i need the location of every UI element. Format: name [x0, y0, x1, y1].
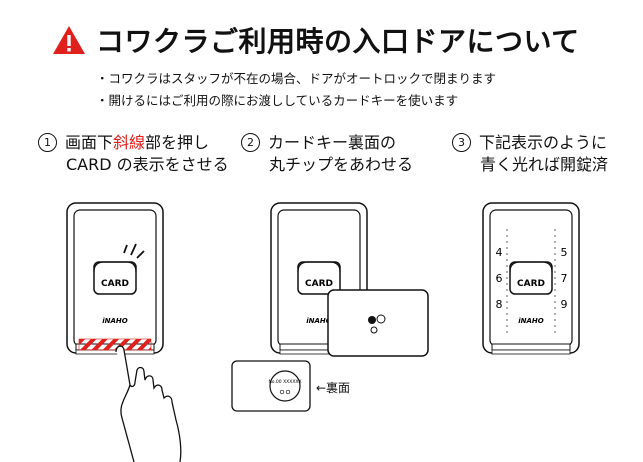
- step-number: 2: [241, 133, 260, 152]
- step-text: 部を押し: [145, 133, 210, 152]
- door-reader-device: CARD iNAHO: [66, 202, 164, 355]
- keypad-number: 8: [496, 298, 503, 311]
- step-text: 丸チップをあわせる: [269, 155, 414, 174]
- keypad-number: 5: [561, 246, 568, 259]
- chip-circle-icon: [269, 370, 301, 402]
- rear-side-label: ←裏面: [316, 381, 351, 395]
- chip-text: No.00 XXXXXX: [268, 379, 301, 385]
- hatched-touch-area: [78, 338, 152, 351]
- card-display: [93, 261, 137, 295]
- brand-label: iNAHO: [306, 317, 332, 325]
- step-highlight-text: 斜線: [113, 133, 146, 152]
- keypad-number: 6: [496, 272, 503, 285]
- led-indicator-right: [554, 229, 556, 333]
- brand-label: iNAHO: [102, 317, 128, 325]
- card-display: [297, 261, 341, 295]
- door-reader-device-unlocked: CARD iNAHO: [482, 202, 580, 355]
- header: コワクラご利用時の入口ドアについて: [52, 20, 580, 60]
- page-title: コワクラご利用時の入口ドアについて: [96, 25, 580, 58]
- step-text: 下記表示のように: [479, 133, 608, 152]
- keypad-number: 7: [561, 272, 568, 285]
- led-indicator-left: [506, 229, 508, 333]
- note-line: ・コワクラはスタッフが不在の場合、ドアがオートロックで閉まります: [96, 71, 497, 86]
- keypad-number: 9: [561, 298, 568, 311]
- hand-illustration: [115, 345, 182, 462]
- step-2-instruction: 2 カードキー裏面の 丸チップをあわせる: [241, 132, 413, 176]
- step-text: 画面下: [65, 133, 114, 152]
- step-text: 青く光れば開錠済: [480, 155, 609, 174]
- card-label: CARD: [517, 279, 545, 289]
- card-display: [509, 261, 553, 295]
- step-text: カードキー裏面の: [268, 133, 397, 152]
- card-key-rear: No.00 XXXXXX: [231, 360, 311, 412]
- brand-label: iNAHO: [518, 317, 544, 325]
- step-number: 1: [38, 133, 57, 152]
- step-1-instruction: 1 画面下斜線部を押し CARD の表示をさせる: [38, 132, 229, 176]
- step-3-instruction: 3 下記表示のように 青く光れば開錠済: [452, 132, 608, 176]
- card-key: [327, 289, 429, 357]
- chip-dot-icon: [368, 316, 376, 324]
- keypad-number: 4: [496, 246, 503, 259]
- warning-triangle-icon: [53, 26, 85, 54]
- step-text: CARD の表示をさせる: [66, 155, 229, 174]
- card-label: CARD: [101, 279, 129, 289]
- note-line: ・開けるにはご利用の際にお渡ししているカードキーを使います: [96, 93, 459, 108]
- notes: ・コワクラはスタッフが不在の場合、ドアがオートロックで閉まります ・開けるにはご…: [96, 68, 496, 112]
- card-label: CARD: [305, 279, 333, 289]
- step-number: 3: [452, 133, 471, 152]
